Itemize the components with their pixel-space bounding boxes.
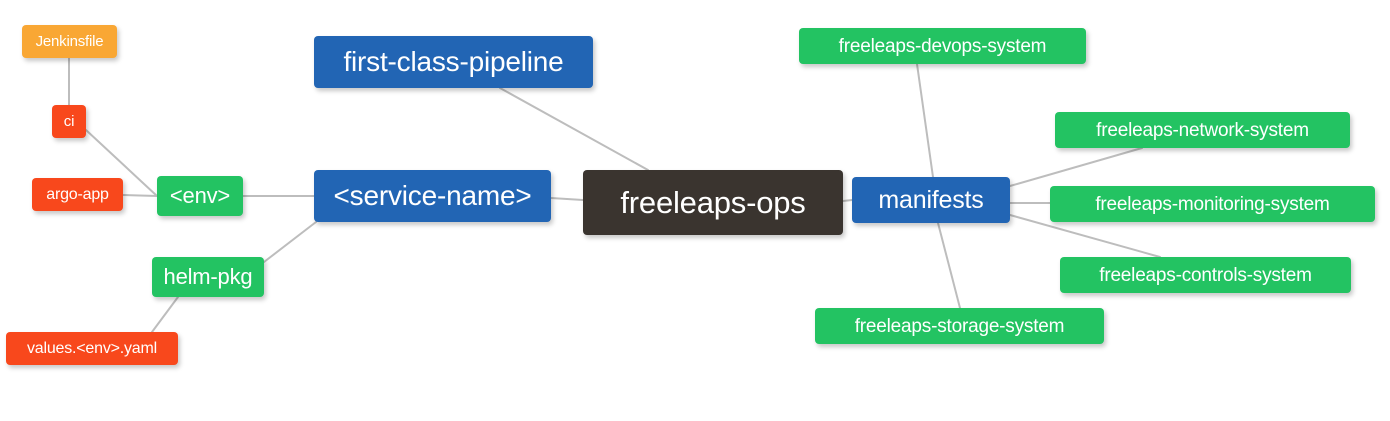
edge-manifests-to-controls-system bbox=[1009, 214, 1161, 258]
edge-ci-to-env bbox=[85, 129, 158, 197]
node-helm-pkg[interactable]: helm-pkg bbox=[152, 257, 264, 297]
edge-manifests-to-network-system bbox=[1009, 147, 1143, 187]
node-controls-system[interactable]: freeleaps-controls-system bbox=[1060, 257, 1351, 293]
node-first-class-pipeline[interactable]: first-class-pipeline bbox=[314, 36, 593, 88]
node-jenkinsfile[interactable]: Jenkinsfile bbox=[22, 25, 117, 58]
node-network-system[interactable]: freeleaps-network-system bbox=[1055, 112, 1350, 148]
edge-values-yaml-to-helm-pkg bbox=[151, 296, 179, 333]
node-manifests[interactable]: manifests bbox=[852, 177, 1010, 223]
node-ci[interactable]: ci bbox=[52, 105, 86, 138]
node-argo-app[interactable]: argo-app bbox=[32, 178, 123, 211]
node-devops-system[interactable]: freeleaps-devops-system bbox=[799, 28, 1086, 64]
edge-manifests-to-storage-system bbox=[937, 222, 961, 309]
edge-freeleaps-ops-to-manifests bbox=[842, 199, 853, 202]
edge-helm-pkg-to-service-name bbox=[263, 221, 317, 263]
node-freeleaps-ops[interactable]: freeleaps-ops bbox=[583, 170, 843, 235]
node-env[interactable]: <env> bbox=[157, 176, 243, 216]
node-service-name[interactable]: <service-name> bbox=[314, 170, 551, 222]
edge-argo-app-to-env bbox=[122, 194, 158, 197]
edge-manifests-to-devops-system bbox=[916, 63, 934, 178]
edge-service-name-to-freeleaps-ops bbox=[550, 197, 584, 201]
node-monitoring-system[interactable]: freeleaps-monitoring-system bbox=[1050, 186, 1375, 222]
node-values-yaml[interactable]: values.<env>.yaml bbox=[6, 332, 178, 365]
node-storage-system[interactable]: freeleaps-storage-system bbox=[815, 308, 1104, 344]
edge-first-class-pipeline-to-freeleaps-ops bbox=[499, 87, 649, 171]
